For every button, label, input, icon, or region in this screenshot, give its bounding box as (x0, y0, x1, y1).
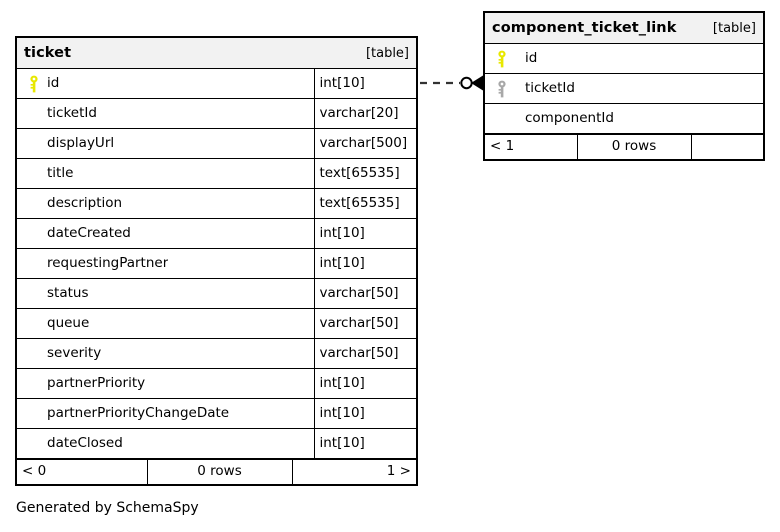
footer-prev-page[interactable]: < 1 (485, 134, 578, 159)
column-row[interactable]: queue varchar[50] (17, 308, 417, 339)
key-icon-primary (491, 50, 513, 68)
column-type: varchar[50] (313, 308, 417, 339)
entity-type-tag: [table] (365, 45, 410, 61)
column-type: int[10] (313, 218, 417, 249)
column-name: displayUrl (47, 136, 115, 151)
column-type: int[10] (313, 428, 417, 459)
column-name: requestingPartner (47, 256, 169, 271)
column-row[interactable]: severity varchar[50] (17, 338, 417, 369)
column-name: severity (47, 346, 102, 361)
entity-title: ticket (24, 44, 72, 61)
column-name: id (47, 76, 60, 91)
column-type: varchar[50] (313, 338, 417, 369)
column-type: int[10] (313, 68, 417, 99)
column-row[interactable]: displayUrl varchar[500] (17, 128, 417, 159)
column-row[interactable]: description text[65535] (17, 188, 417, 219)
entity-grid-ticket: ticket [table] id (17, 38, 417, 459)
entity-table-component-ticket-link[interactable]: component_ticket_link [table] (483, 11, 765, 161)
column-row[interactable]: partnerPriority int[10] (17, 368, 417, 399)
column-row[interactable]: dateCreated int[10] (17, 218, 417, 249)
column-name: id (525, 51, 538, 66)
column-type: text[65535] (313, 188, 417, 219)
column-name: description (47, 196, 123, 211)
column-type: text[65535] (313, 158, 417, 189)
column-name: status (47, 286, 89, 301)
column-type: varchar[50] (313, 278, 417, 309)
entity-grid-component-ticket-link: component_ticket_link [table] (485, 13, 764, 134)
column-row[interactable]: requestingPartner int[10] (17, 248, 417, 279)
column-type: varchar[500] (313, 128, 417, 159)
column-name: componentId (525, 111, 614, 126)
column-type: int[10] (313, 398, 417, 429)
footer-row-count: 0 rows (146, 459, 293, 484)
column-row[interactable]: componentId (485, 103, 764, 134)
column-type: int[10] (313, 368, 417, 399)
column-row[interactable]: ticketId varchar[20] (17, 98, 417, 129)
cardinality-many (471, 75, 483, 91)
column-name: dateClosed (47, 436, 123, 451)
footer-row: < 1 0 rows (485, 134, 763, 159)
column-name: ticketId (525, 81, 575, 96)
column-name: ticketId (47, 106, 97, 121)
key-icon-primary (23, 75, 45, 93)
column-row[interactable]: partnerPriorityChangeDate int[10] (17, 398, 417, 429)
cardinality-zero-or-one (460, 76, 473, 90)
column-row[interactable]: dateClosed int[10] (17, 428, 417, 459)
entity-footer-ticket: < 0 0 rows 1 > (17, 459, 416, 484)
column-type: int[10] (313, 248, 417, 279)
column-name: queue (47, 316, 90, 331)
diagram-caption: Generated by SchemaSpy (16, 500, 199, 516)
column-name: partnerPriorityChangeDate (47, 406, 230, 421)
key-icon-foreign (491, 80, 513, 98)
column-row[interactable]: id (485, 43, 764, 74)
footer-row: < 0 0 rows 1 > (17, 459, 416, 484)
entity-footer-component-ticket-link: < 1 0 rows (485, 134, 763, 159)
column-type: varchar[20] (313, 98, 417, 129)
column-row[interactable]: id int[10] (17, 68, 417, 99)
footer-next-page[interactable] (690, 134, 763, 159)
entity-title: component_ticket_link (492, 19, 677, 36)
entity-table-ticket[interactable]: ticket [table] id (15, 36, 418, 486)
column-name: title (47, 166, 74, 181)
column-row[interactable]: title text[65535] (17, 158, 417, 189)
entity-header-row: component_ticket_link [table] (485, 13, 763, 44)
footer-next-page[interactable]: 1 > (291, 459, 416, 484)
footer-prev-page[interactable]: < 0 (17, 459, 148, 484)
column-name: partnerPriority (47, 376, 146, 391)
entity-type-tag: [table] (712, 20, 756, 36)
column-row[interactable]: ticketId (485, 73, 764, 104)
column-name: dateCreated (47, 226, 131, 241)
entity-header-row: ticket [table] (17, 38, 417, 69)
column-row[interactable]: status varchar[50] (17, 278, 417, 309)
footer-row-count: 0 rows (576, 134, 692, 159)
